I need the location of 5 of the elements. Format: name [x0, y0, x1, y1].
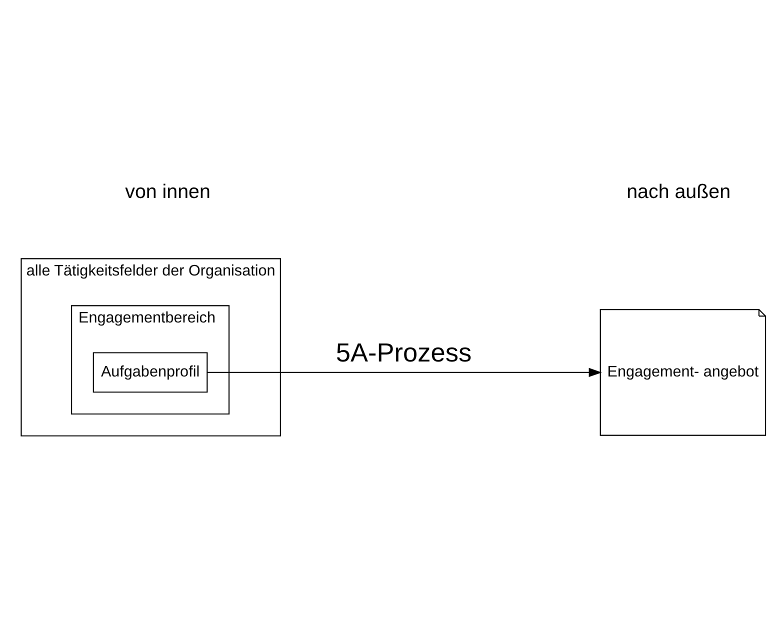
node-box: Aufgabenprofil: [92, 352, 208, 393]
label: von innen: [125, 180, 210, 203]
arrow: [207, 368, 602, 378]
label: nach außen: [626, 180, 731, 203]
edge-label: 5A-Prozess: [336, 338, 472, 368]
